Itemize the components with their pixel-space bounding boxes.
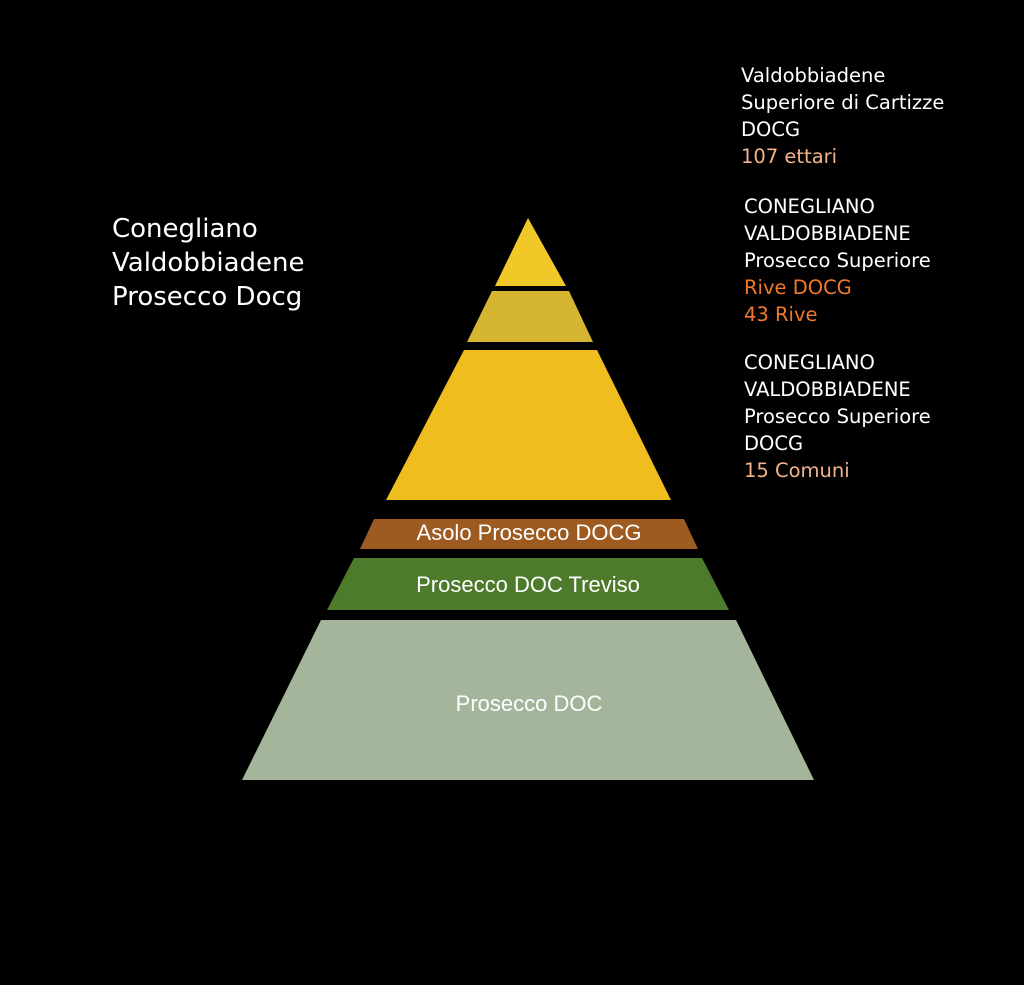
note-rive-detail-2: 43 Rive: [744, 303, 818, 326]
tier-doc-label: Prosecco DOC: [456, 691, 603, 716]
tier-cartizze: [495, 218, 566, 286]
note-rive-detail-1: Rive DOCG: [744, 276, 852, 299]
tier-treviso-label: Prosecco DOC Treviso: [416, 572, 640, 597]
note-cartizze-detail: 107 ettari: [741, 145, 838, 168]
note-superiore-line-2: VALDOBBIADENE: [744, 378, 911, 401]
note-cartizze: Valdobbiadene Superiore di Cartizze DOCG…: [741, 62, 944, 170]
note-superiore-line-1: CONEGLIANO: [744, 351, 875, 374]
note-cartizze-line-1: Valdobbiadene: [741, 64, 886, 87]
tier-doc: [242, 620, 814, 780]
note-superiore-line-4: DOCG: [744, 432, 804, 455]
left-title: Conegliano Valdobbiadene Prosecco Docg: [112, 212, 372, 314]
note-superiore: CONEGLIANO VALDOBBIADENE Prosecco Superi…: [744, 349, 931, 484]
note-rive-line-2: VALDOBBIADENE: [744, 222, 911, 245]
left-title-line-1: Conegliano: [112, 214, 258, 244]
note-superiore-detail: 15 Comuni: [744, 459, 850, 482]
tier-rive: [467, 291, 593, 342]
note-rive: CONEGLIANO VALDOBBIADENE Prosecco Superi…: [744, 193, 931, 328]
left-title-line-3: Prosecco Docg: [112, 282, 303, 312]
note-cartizze-line-3: DOCG: [741, 118, 801, 141]
note-cartizze-line-2: Superiore di Cartizze: [741, 91, 945, 114]
tier-asolo: [360, 519, 698, 549]
left-title-line-2: Valdobbiadene: [112, 248, 305, 278]
note-rive-line-1: CONEGLIANO: [744, 195, 875, 218]
note-rive-line-3: Prosecco Superiore: [744, 249, 931, 272]
tier-asolo-label: Asolo Prosecco DOCG: [417, 520, 642, 545]
note-superiore-line-3: Prosecco Superiore: [744, 405, 931, 428]
tier-superiore: [386, 350, 671, 500]
tier-treviso: [327, 558, 729, 610]
